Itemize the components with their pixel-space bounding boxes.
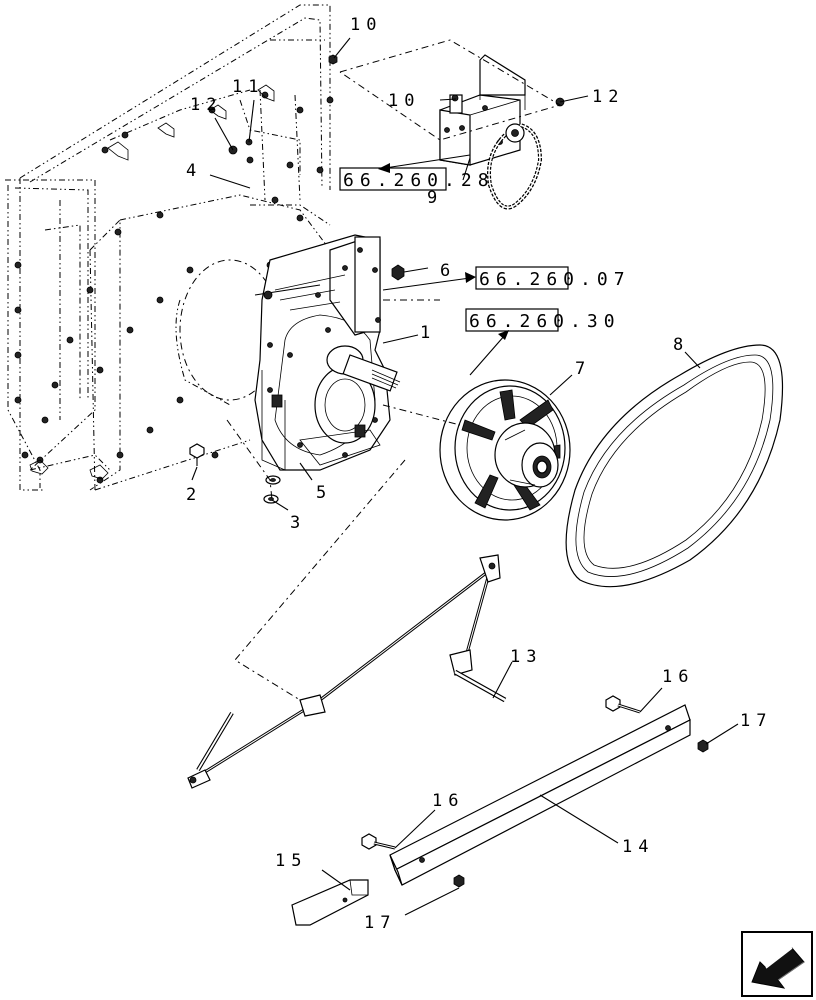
callout-6: 6 (440, 261, 456, 281)
reference-label-c: 66.260.30 (469, 311, 621, 332)
callout-11: 11 (232, 77, 264, 97)
callout-17-top: 17 (740, 711, 772, 731)
bolts-nuts (361, 695, 709, 888)
callout-10-mid: 10 (388, 91, 420, 111)
reference-box-a[interactable]: 66.260.28 (339, 167, 495, 191)
housing-frame (5, 4, 334, 491)
leader-lines (191, 37, 739, 916)
reference-box-c[interactable]: 66.260.30 (465, 308, 621, 332)
callout-12-left: 12 (190, 95, 222, 115)
callout-16-top: 16 (662, 667, 694, 687)
callout-17-bottom: 17 (364, 913, 396, 933)
callout-1: 1 (420, 323, 436, 343)
callout-10-top: 10 (350, 15, 382, 35)
support-bar (389, 704, 691, 886)
callout-4: 4 (186, 161, 202, 181)
gearbox-assembly (254, 234, 401, 471)
v-belt (565, 344, 783, 588)
callout-15: 15 (275, 851, 307, 871)
callout-2: 2 (186, 485, 202, 505)
arrow-left-down-icon[interactable] (741, 931, 813, 997)
callout-16-bottom: 16 (432, 791, 464, 811)
pulley (439, 379, 571, 521)
callout-9: 9 (427, 188, 443, 208)
callout-8: 8 (673, 335, 689, 355)
assembly-lines (226, 39, 562, 701)
callout-12-right: 12 (592, 87, 624, 107)
callout-14: 14 (622, 837, 654, 857)
wear-pad (291, 879, 369, 926)
reference-label-b: 66.260.07 (479, 269, 631, 290)
callout-3: 3 (290, 513, 306, 533)
reference-box-b[interactable]: 66.260.07 (475, 266, 631, 290)
callout-13: 13 (510, 647, 542, 667)
control-linkage (187, 554, 507, 789)
callouts: 10 10 11 12 12 4 9 6 1 7 8 2 5 3 13 16 1… (186, 15, 772, 933)
callout-5: 5 (316, 483, 332, 503)
reference-label-a: 66.260.28 (343, 170, 495, 191)
callout-7: 7 (575, 359, 591, 379)
tensioner-bracket (439, 54, 543, 210)
